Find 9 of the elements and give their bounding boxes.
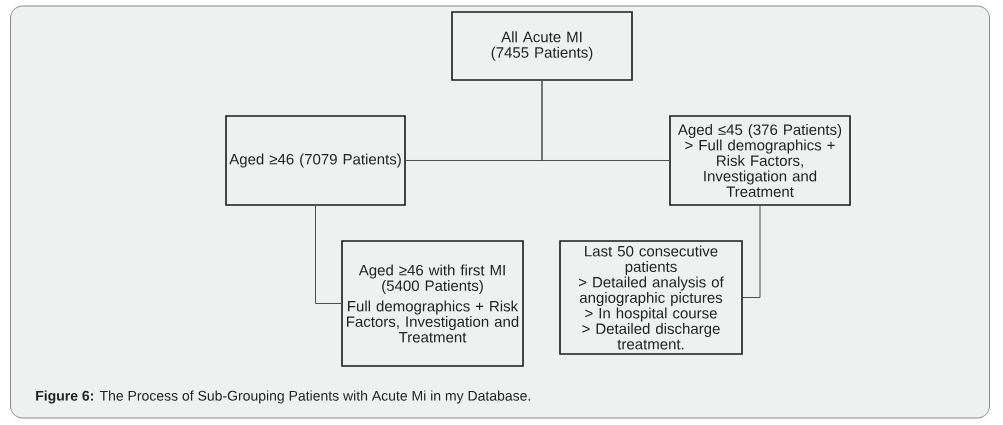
connector-line: [742, 205, 761, 298]
caption: Figure 6: The Process of Sub-Grouping Patients with Acute Mi in my Database.: [36, 390, 531, 404]
process-box: Aged ≥46 (7079 Patients): [225, 115, 406, 206]
process-box: All Acute MI (7455 Patients): [451, 11, 633, 81]
connector-line: [315, 205, 342, 304]
connector-line: [541, 80, 670, 161]
process-box: Aged ≥46 with first MI (5400 Patients) Full demographics + Risk Factors, Investigation and Treatment: [341, 240, 524, 367]
process-box: Aged ≤45 (376 Patients) > Full demographics + Risk Factors, Investigation and Treatment: [669, 115, 851, 206]
process-box: Last 50 consecutive patients > Detailed analysis of angiographic pictures > In hospital course > Detailed discharge treatment.: [559, 240, 743, 355]
